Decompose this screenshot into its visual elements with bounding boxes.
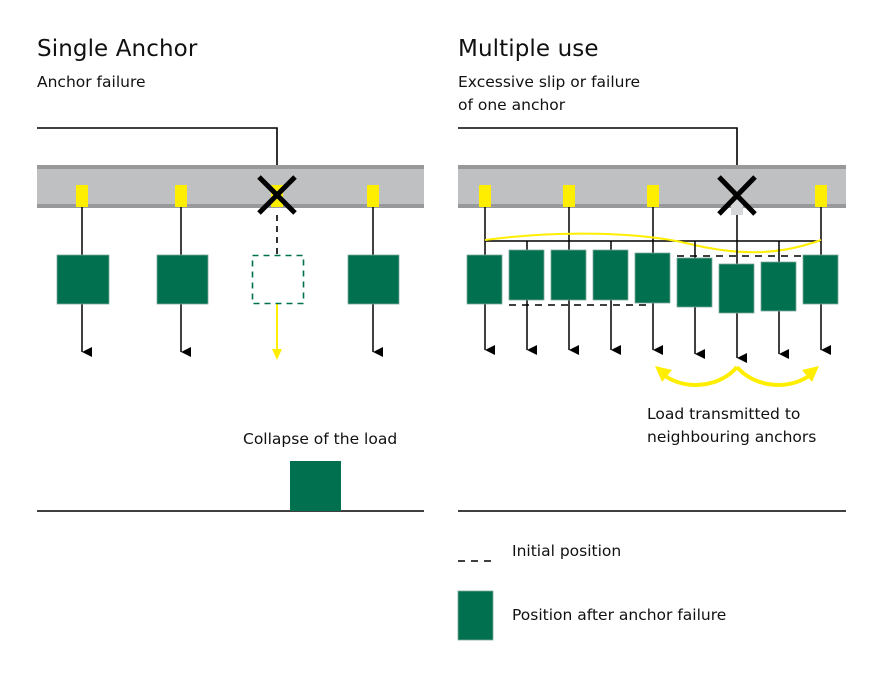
left-beam-top-edge (37, 165, 424, 169)
left-load-2 (156, 254, 209, 305)
right-panel-title: Multiple use (458, 36, 599, 62)
left-anchor-4 (367, 185, 379, 207)
transmit-arrowhead-right (802, 366, 819, 382)
left-pointer-line (37, 127, 278, 172)
left-panel-subtitle: Anchor failure (37, 73, 146, 91)
left-beam-bottom-edge (37, 204, 424, 208)
left-load-1 (56, 254, 110, 305)
left-anchor-2 (175, 185, 187, 207)
right-failure-x-cross-icon (717, 175, 757, 216)
left-anchor-1 (76, 185, 88, 207)
right-anchor-1 (479, 185, 491, 207)
right-load-5 (634, 252, 671, 304)
right-load-7 (718, 263, 755, 314)
legend-green-box-symbol (457, 590, 494, 641)
right-load-9 (802, 254, 839, 305)
left-load-3-initial-dashed (251, 254, 305, 305)
left-beam-body (37, 165, 424, 208)
collapse-label: Collapse of the load (243, 430, 398, 448)
legend (457, 560, 495, 641)
right-panel-subtitle-line-2: of one anchor (458, 96, 566, 114)
transmit-label-line-1: Load transmitted to (647, 405, 801, 423)
left-load-4 (347, 254, 400, 305)
left-failure-x-cross-icon (257, 175, 297, 215)
right-load-8 (760, 261, 797, 312)
legend-after-failure-label: Position after anchor failure (512, 606, 727, 624)
left-beam (37, 165, 424, 208)
left-panel-title: Single Anchor (37, 36, 198, 62)
right-anchor-3 (647, 185, 659, 207)
collapsed-load (290, 461, 341, 511)
transmit-arrow-left (663, 365, 739, 387)
right-load-1 (466, 254, 503, 305)
left-panel (37, 127, 424, 512)
transmit-label-line-2: neighbouring anchors (647, 428, 817, 446)
right-anchor-4-failed (731, 200, 743, 215)
right-beam-top-edge (458, 165, 846, 169)
right-load-6 (676, 257, 713, 308)
right-pointer-line (458, 127, 738, 172)
transmit-arrowhead-left (655, 366, 672, 382)
right-deflection-curve (484, 232, 822, 254)
legend-initial-position-label: Initial position (512, 542, 622, 560)
right-panel (458, 127, 846, 512)
right-load-3 (550, 249, 587, 301)
right-panel-subtitle-line-1: Excessive slip or failure (458, 73, 641, 91)
load-transmission-arrows (655, 365, 819, 387)
transmit-arrow-right (735, 365, 811, 387)
right-load-2 (508, 249, 545, 301)
right-load-4 (592, 249, 629, 301)
right-anchor-2 (563, 185, 575, 207)
left-falling-arrowhead (272, 349, 282, 360)
right-anchor-5 (815, 185, 827, 207)
